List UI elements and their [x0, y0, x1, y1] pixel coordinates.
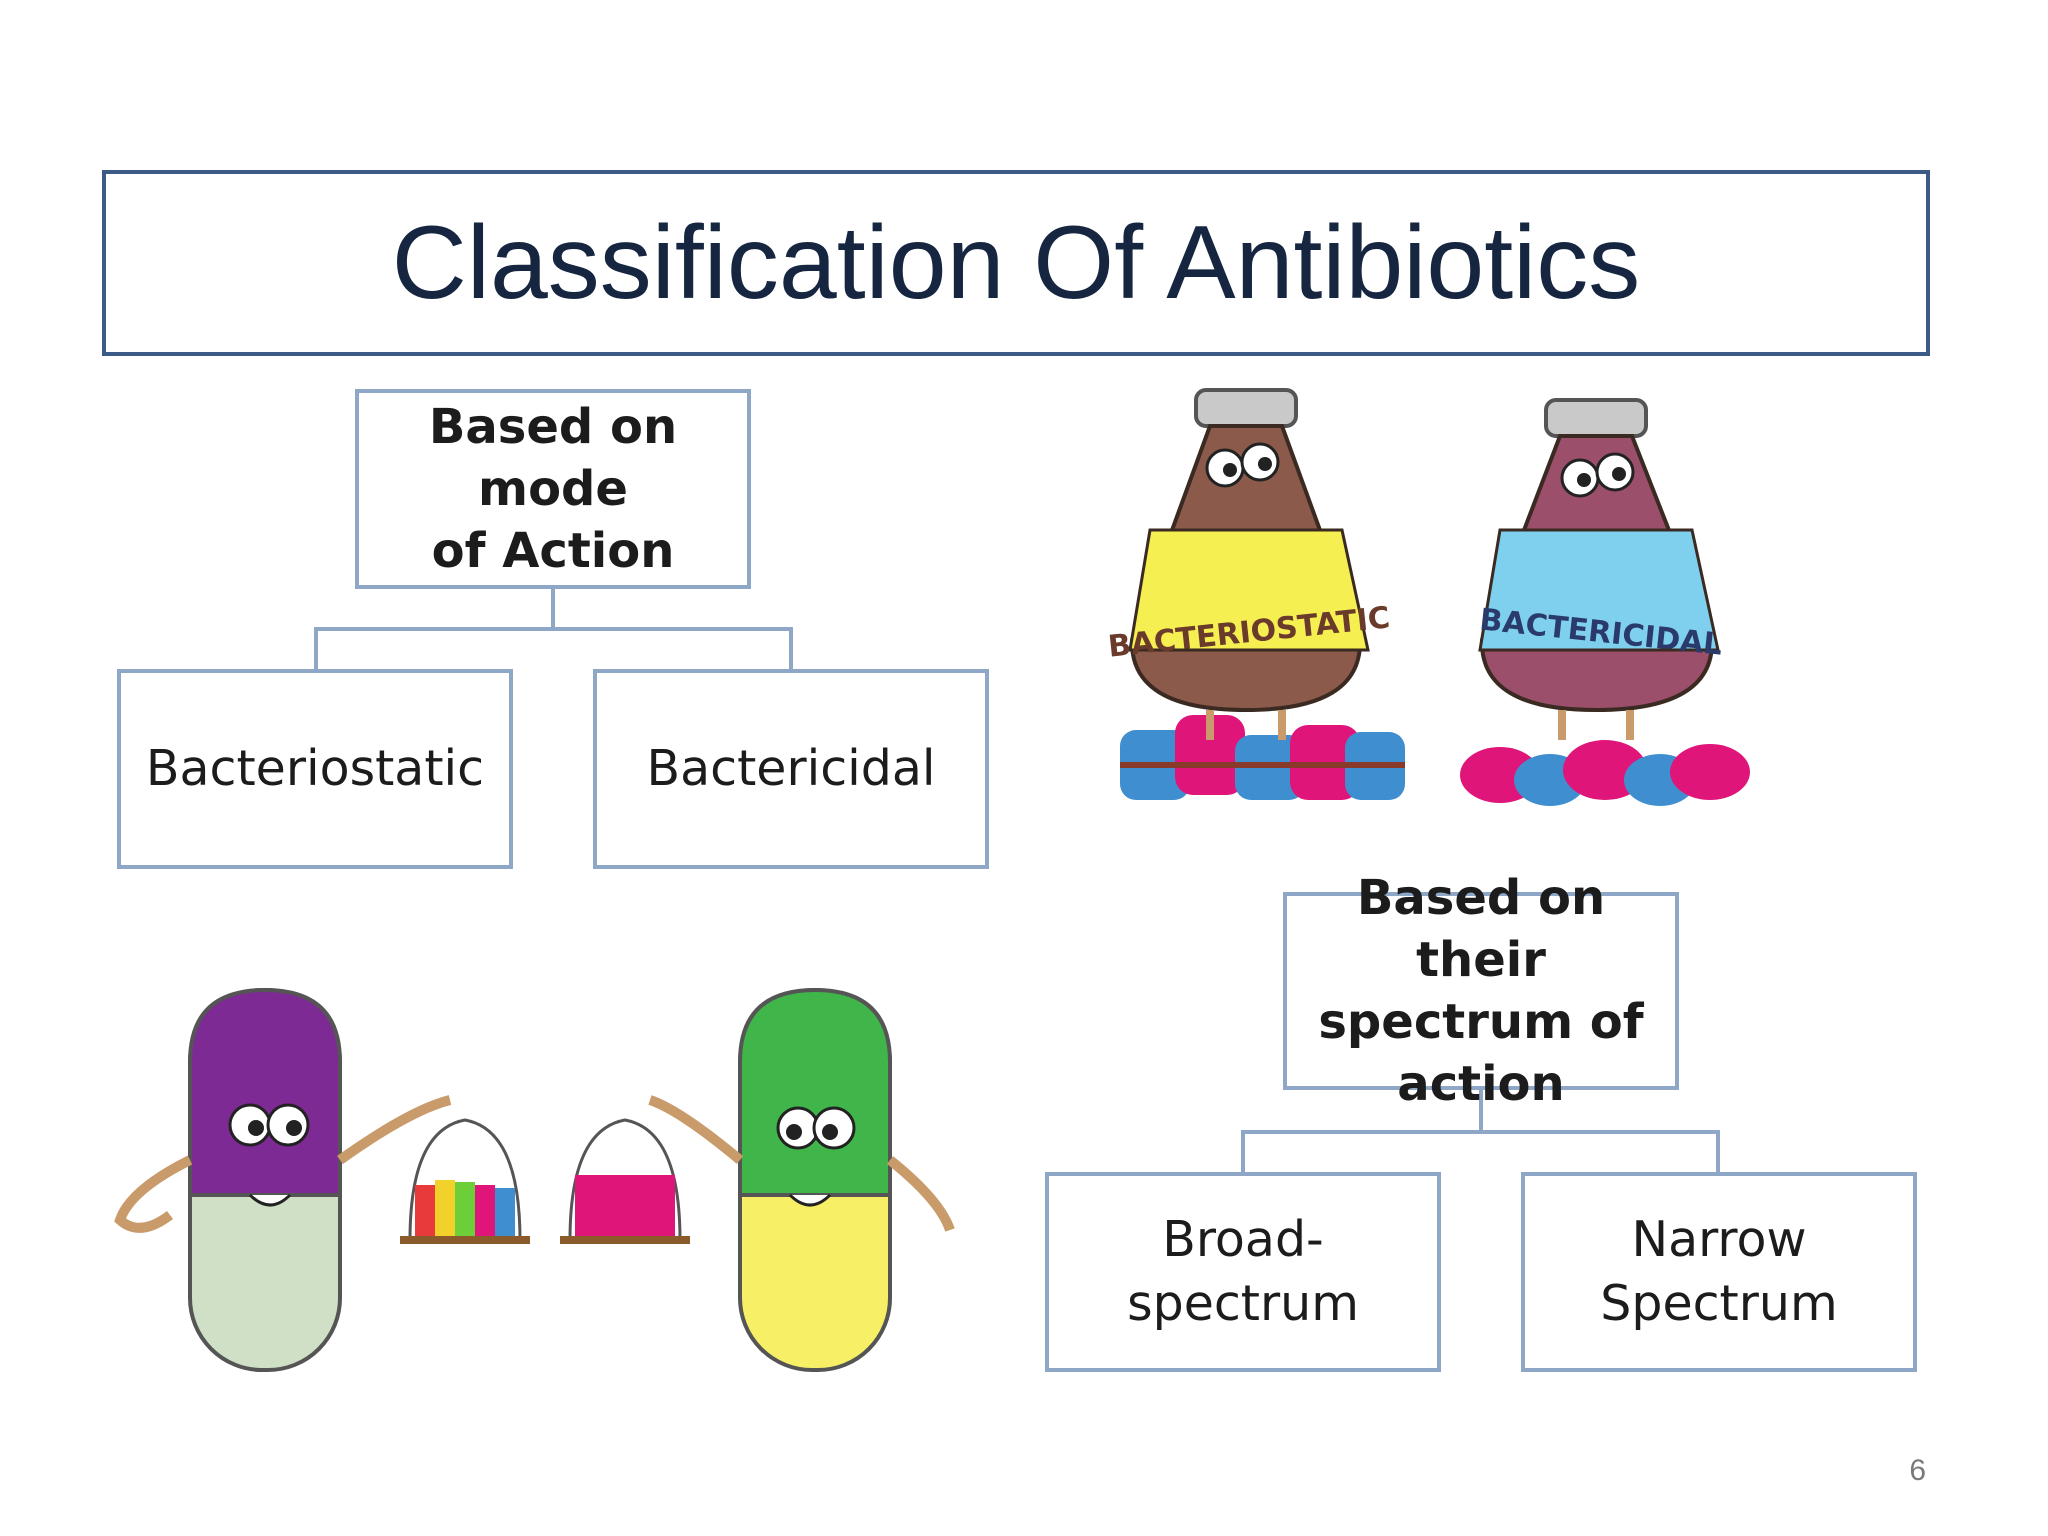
bactericidal-box: Bactericidal: [593, 669, 989, 869]
capsules-illustration: [114, 987, 955, 1372]
page-number: 6: [1909, 1454, 1926, 1487]
bacteriostatic-bottle-icon: BACTERIOSTATIC: [1106, 388, 1392, 740]
mode-of-action-root: Based on mode of Action: [355, 389, 751, 589]
broad-spectrum-box: Broad-spectrum: [1045, 1172, 1441, 1372]
narrow-spectrum-box: Narrow Spectrum: [1521, 1172, 1917, 1372]
title-box: Classification Of Antibiotics: [102, 170, 1930, 356]
connector-spectrum: [1241, 1090, 1483, 1172]
bottles-illustration: BACTERIOSTATIC BACTERICIDAL: [1106, 388, 1750, 806]
connector-spectrum-right: [1481, 1130, 1720, 1172]
connector-mode: [314, 589, 555, 669]
bacteria-left-icon: [1120, 715, 1405, 800]
slide-title: Classification Of Antibiotics: [391, 204, 1641, 321]
bactericidal-bottle-icon: BACTERICIDAL: [1478, 398, 1724, 740]
purple-capsule-icon: [114, 987, 452, 1372]
green-capsule-icon: [648, 987, 955, 1372]
connector-mode-right: [553, 627, 793, 669]
spectrum-root: Based on their spectrum of action: [1283, 870, 1679, 1112]
bacteria-right-icon: [1460, 740, 1750, 806]
bacteriostatic-box: Bacteriostatic: [117, 669, 513, 869]
cage-right-icon: [560, 1118, 690, 1244]
cage-left-icon: [400, 1118, 530, 1244]
